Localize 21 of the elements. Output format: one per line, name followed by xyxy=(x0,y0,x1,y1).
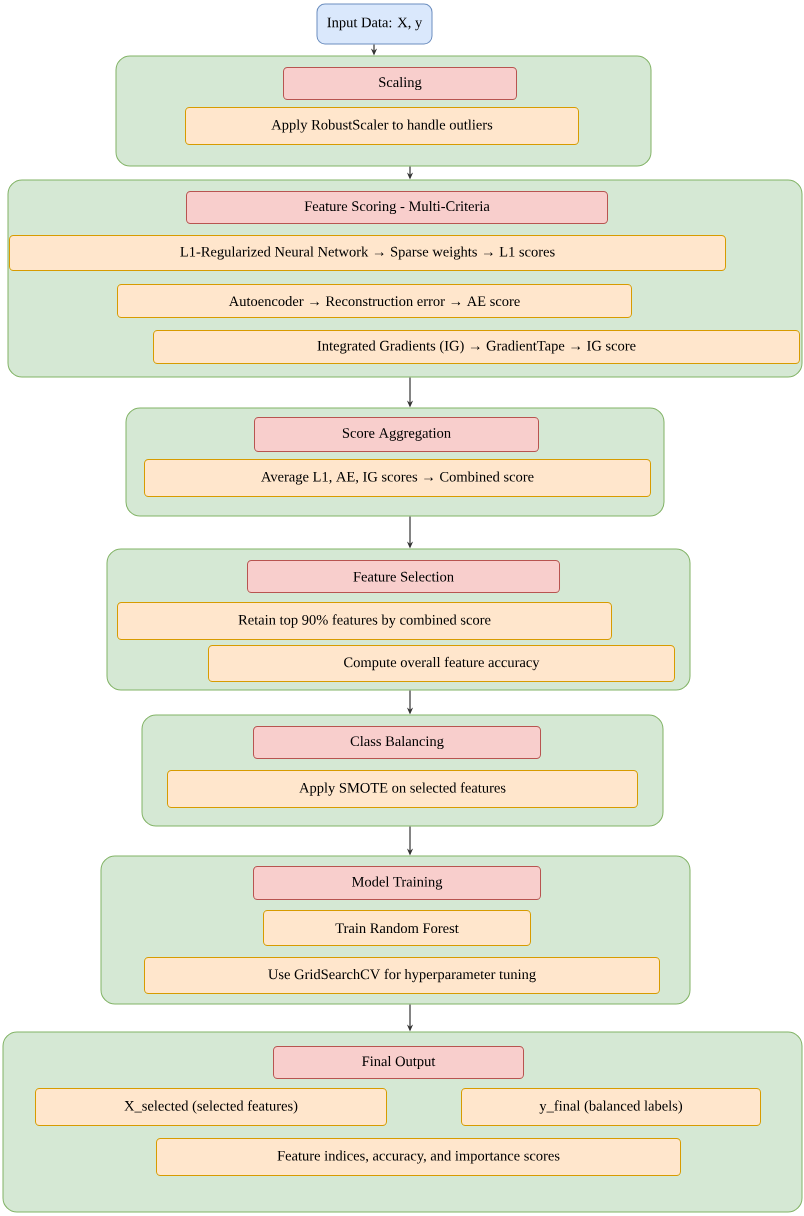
stage-title-box: Feature Scoring - Multi-Criteria xyxy=(186,191,608,224)
step-box: Train Random Forest xyxy=(263,910,531,946)
step-box: Integrated Gradients (IG) → GradientTape → IG score xyxy=(153,330,800,364)
step-box: L1-Regularized Neural Network → Sparse weights → L1 scores xyxy=(9,235,726,271)
step-box: Retain top 90% features by combined score xyxy=(117,602,612,640)
step-box: Apply RobustScaler to handle outliers xyxy=(185,107,579,145)
step-box: y_final (balanced labels) xyxy=(461,1088,761,1126)
stage-title-box: Score Aggregation xyxy=(254,417,539,452)
step-box: Autoencoder → Reconstruction error → AE score xyxy=(117,284,632,318)
stage-title-box: Class Balancing xyxy=(253,726,541,759)
step-box: Feature indices, accuracy, and importance scores xyxy=(156,1138,681,1176)
step-box: X_selected (selected features) xyxy=(35,1088,387,1126)
step-box: Compute overall feature accuracy xyxy=(208,645,675,682)
stage-title-box: Feature Selection xyxy=(247,560,560,593)
input-box: Input Data: X, y xyxy=(316,3,433,45)
stage-title-box: Final Output xyxy=(273,1046,524,1079)
stage-title-box: Scaling xyxy=(283,67,517,100)
stage-title-box: Model Training xyxy=(253,866,541,900)
step-box: Apply SMOTE on selected features xyxy=(167,770,638,808)
step-box: Average L1, AE, IG scores → Combined score xyxy=(144,459,651,497)
step-box: Use GridSearchCV for hyperparameter tuning xyxy=(144,957,660,994)
